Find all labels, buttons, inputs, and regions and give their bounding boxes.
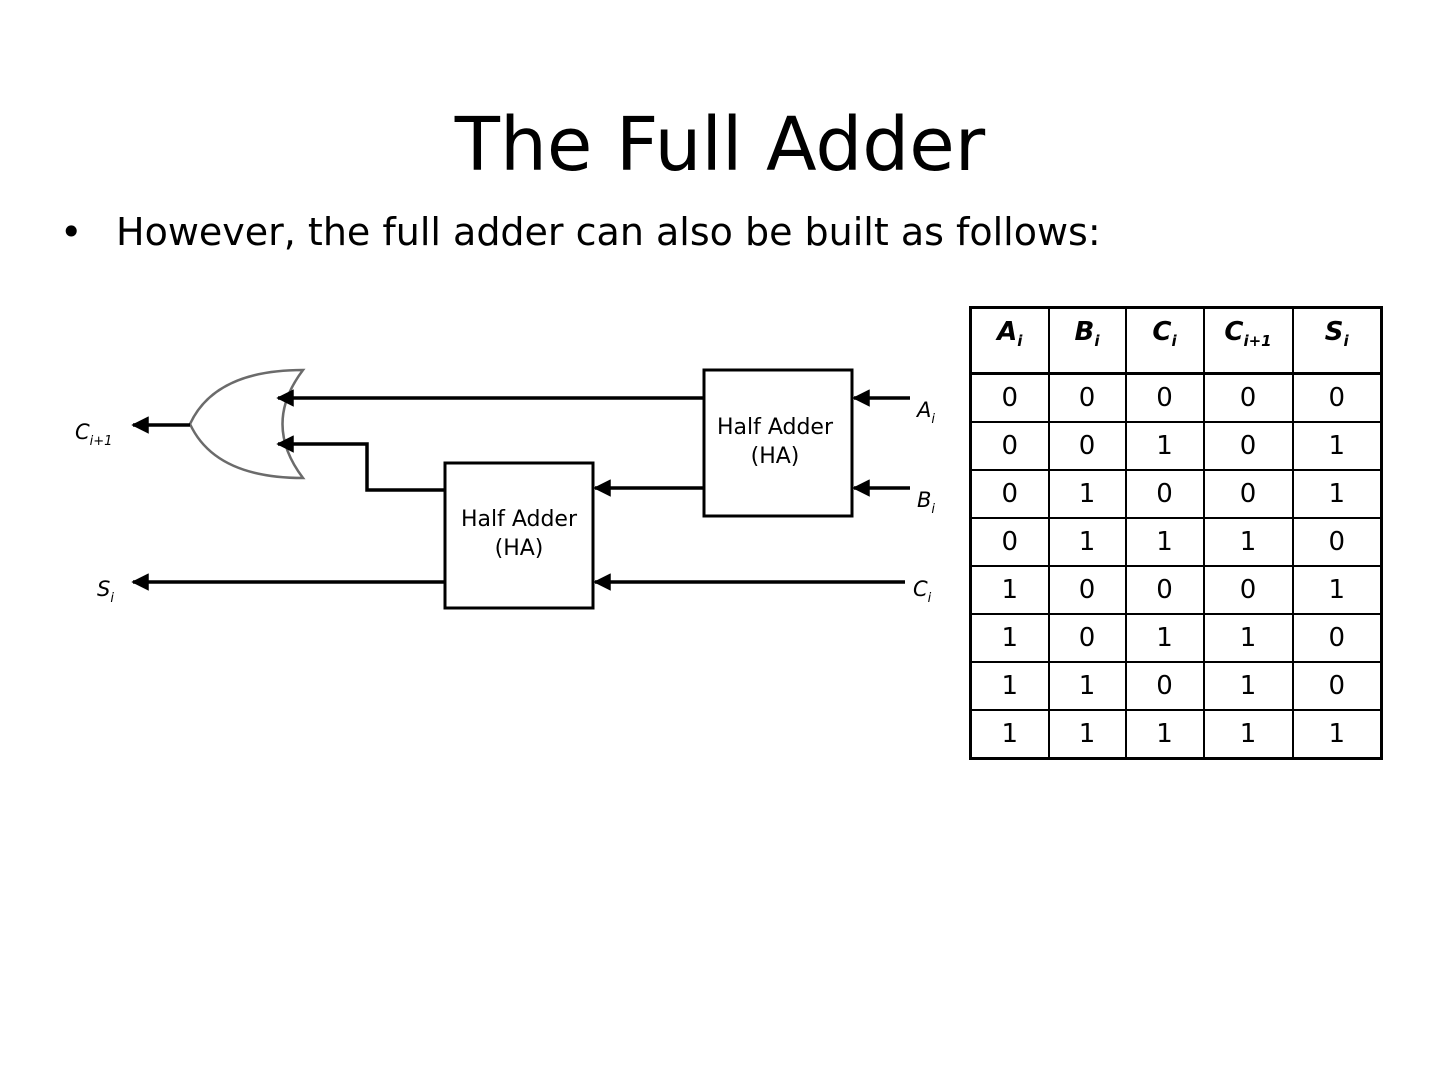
bullet-dot-icon: • [60, 210, 83, 254]
half-adder-bottom-sublabel: (HA) [495, 536, 544, 561]
table-cell: 0 [969, 372, 1050, 423]
table-cell: 1 [1291, 469, 1383, 519]
full-adder-circuit-diagram: Half Adder (HA) Half Adder (HA) Ai Bi Ci… [75, 368, 935, 610]
table-cell: 0 [1047, 565, 1127, 615]
table-cell: 1 [1047, 709, 1127, 760]
table-cell: 0 [1291, 613, 1383, 663]
half-adder-top-box [702, 368, 854, 518]
truth-table-header: Ci [1124, 306, 1205, 375]
table-cell: 0 [969, 469, 1050, 519]
table-cell: 1 [1202, 661, 1294, 711]
table-cell: 0 [969, 421, 1050, 471]
table-cell: 0 [1047, 613, 1127, 663]
table-cell: 1 [1124, 709, 1205, 760]
half-adder-bottom-label: Half Adder [461, 507, 578, 532]
table-cell: 0 [1202, 372, 1294, 423]
half-adder-top-sublabel: (HA) [751, 444, 800, 469]
signal-label-b: Bi [917, 488, 935, 517]
table-cell: 1 [1124, 517, 1205, 567]
table-cell: 0 [1124, 372, 1205, 423]
truth-table-header: Si [1291, 306, 1383, 375]
table-cell: 1 [969, 565, 1050, 615]
table-cell: 1 [1047, 661, 1127, 711]
table-cell: 1 [969, 613, 1050, 663]
table-cell: 0 [1047, 372, 1127, 423]
table-cell: 0 [1202, 565, 1294, 615]
truth-table-header: Bi [1047, 306, 1127, 375]
half-adder-top-label: Half Adder [717, 415, 834, 440]
table-cell: 0 [1202, 421, 1294, 471]
table-cell: 1 [1291, 565, 1383, 615]
table-cell: 0 [1291, 372, 1383, 423]
table-cell: 1 [969, 709, 1050, 760]
slide-title: The Full Adder [454, 102, 986, 188]
table-cell: 1 [1047, 517, 1127, 567]
table-cell: 0 [1124, 565, 1205, 615]
table-cell: 0 [1047, 421, 1127, 471]
table-cell: 1 [1124, 613, 1205, 663]
signal-label-a: Ai [915, 398, 935, 427]
table-cell: 1 [1124, 421, 1205, 471]
truth-table-header-row: Ai Bi Ci Ci+1 Si [969, 306, 1383, 375]
table-cell: 1 [1202, 709, 1294, 760]
table-cell: 0 [1202, 469, 1294, 519]
table-cell: 0 [969, 517, 1050, 567]
wire-bottom-carry-to-or [276, 435, 445, 492]
table-cell: 1 [1202, 613, 1294, 663]
bullet-text: However, the full adder can also be buil… [116, 210, 1101, 254]
half-adder-bottom-box [443, 461, 595, 610]
signal-label-c: Ci [913, 577, 932, 606]
table-cell: 1 [1291, 421, 1383, 471]
truth-table-header: Ai [969, 306, 1050, 375]
table-cell: 1 [1047, 469, 1127, 519]
table-cell: 0 [1291, 517, 1383, 567]
table-cell: 1 [1202, 517, 1294, 567]
table-cell: 0 [1124, 661, 1205, 711]
table-cell: 0 [1291, 661, 1383, 711]
signal-label-carry-out: Ci+1 [75, 420, 112, 449]
table-cell: 0 [1124, 469, 1205, 519]
table-cell: 1 [1291, 709, 1383, 760]
table-cell: 1 [969, 661, 1050, 711]
signal-label-sum: Si [97, 577, 114, 606]
truth-table-header: Ci+1 [1202, 306, 1294, 375]
or-gate-icon [188, 368, 306, 480]
